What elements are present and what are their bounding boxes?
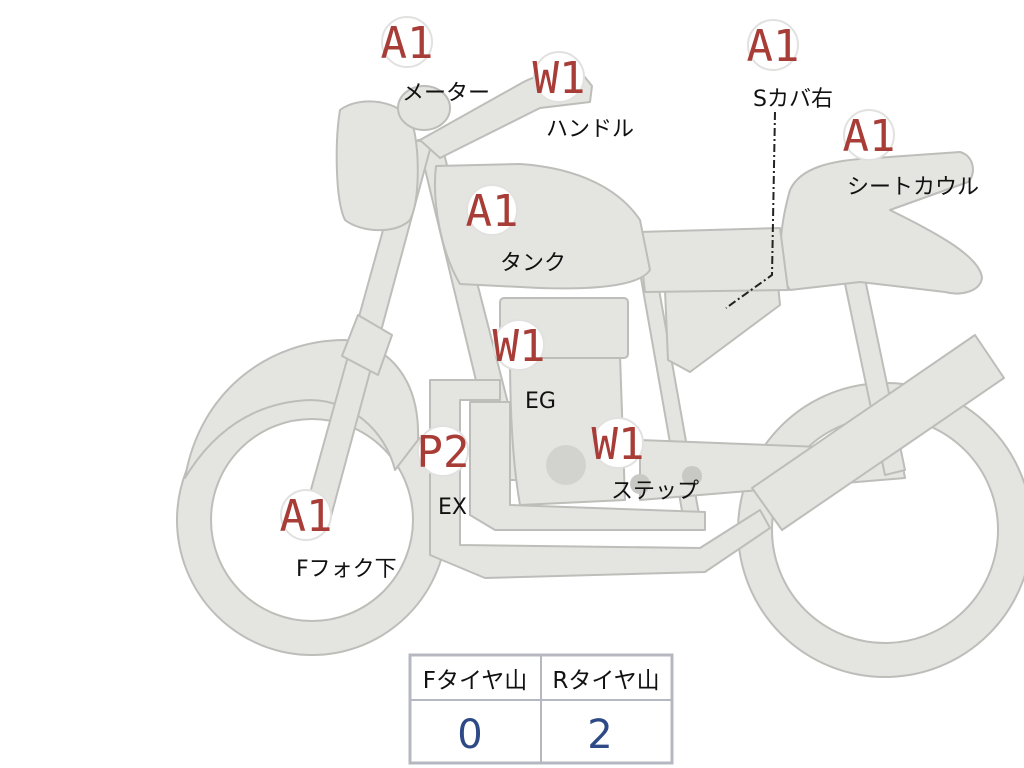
part-label: シートカウル <box>847 175 979 200</box>
motorcycle-silhouette <box>176 71 1024 678</box>
grade-label: W1 <box>533 53 586 104</box>
part-label: Sカバ右 <box>753 87 833 112</box>
marker-scover[interactable]: A1 Sカバ右 <box>747 19 833 112</box>
marker-badge <box>843 109 895 161</box>
part-label: EX <box>438 495 467 520</box>
meter-gauge <box>397 85 451 131</box>
headlight <box>335 100 419 232</box>
grade-label: A1 <box>843 111 896 162</box>
part-label: ハンドル <box>546 117 634 142</box>
marker-badge <box>592 417 644 469</box>
grade-label: A1 <box>466 186 519 237</box>
front-tire-header: Fタイヤ山 <box>423 668 528 694</box>
muffler <box>751 334 1005 531</box>
marker-meter[interactable]: A1 メーター <box>381 16 491 106</box>
marker-badge <box>493 319 545 371</box>
marker-badge <box>417 425 469 477</box>
part-label: ステップ <box>611 479 699 504</box>
grade-label: W1 <box>592 419 645 470</box>
part-label: タンク <box>500 251 566 276</box>
grade-label: W1 <box>493 321 546 372</box>
marker-handle[interactable]: W1 ハンドル <box>533 51 635 142</box>
marker-engine[interactable]: W1 EG <box>493 319 556 414</box>
grade-label: P2 <box>417 427 470 478</box>
grade-label: A1 <box>747 21 800 72</box>
rear-tire-header: Rタイヤ山 <box>552 668 659 694</box>
marker-seat[interactable]: A1 シートカウル <box>843 109 980 200</box>
grade-label: A1 <box>280 491 333 542</box>
tire-tread-table: Fタイヤ山 Rタイヤ山 0 2 <box>408 653 674 765</box>
grade-label: A1 <box>381 18 434 69</box>
s-cover-leader-line <box>725 111 776 309</box>
part-label: メーター <box>402 81 490 106</box>
marker-badge <box>747 19 799 71</box>
exhaust-pipe-upper <box>469 401 706 531</box>
exhaust-pipe-lower <box>429 379 771 579</box>
marker-ex[interactable]: P2 EX <box>417 425 470 520</box>
marker-badge <box>466 184 518 236</box>
marker-badge <box>533 51 585 103</box>
part-label: EG <box>525 389 556 414</box>
marker-badge <box>381 16 433 68</box>
part-label: Fフォク下 <box>296 557 397 582</box>
marker-tank[interactable]: A1 タンク <box>466 184 567 276</box>
marker-badge <box>280 489 332 541</box>
rear-tire-value: 2 <box>587 712 612 758</box>
marker-fork[interactable]: A1 Fフォク下 <box>280 489 397 582</box>
side-cover <box>664 284 781 373</box>
marker-step[interactable]: W1 ステップ <box>592 417 700 504</box>
seat-cowl <box>779 151 983 295</box>
front-tire-value: 0 <box>457 712 482 758</box>
